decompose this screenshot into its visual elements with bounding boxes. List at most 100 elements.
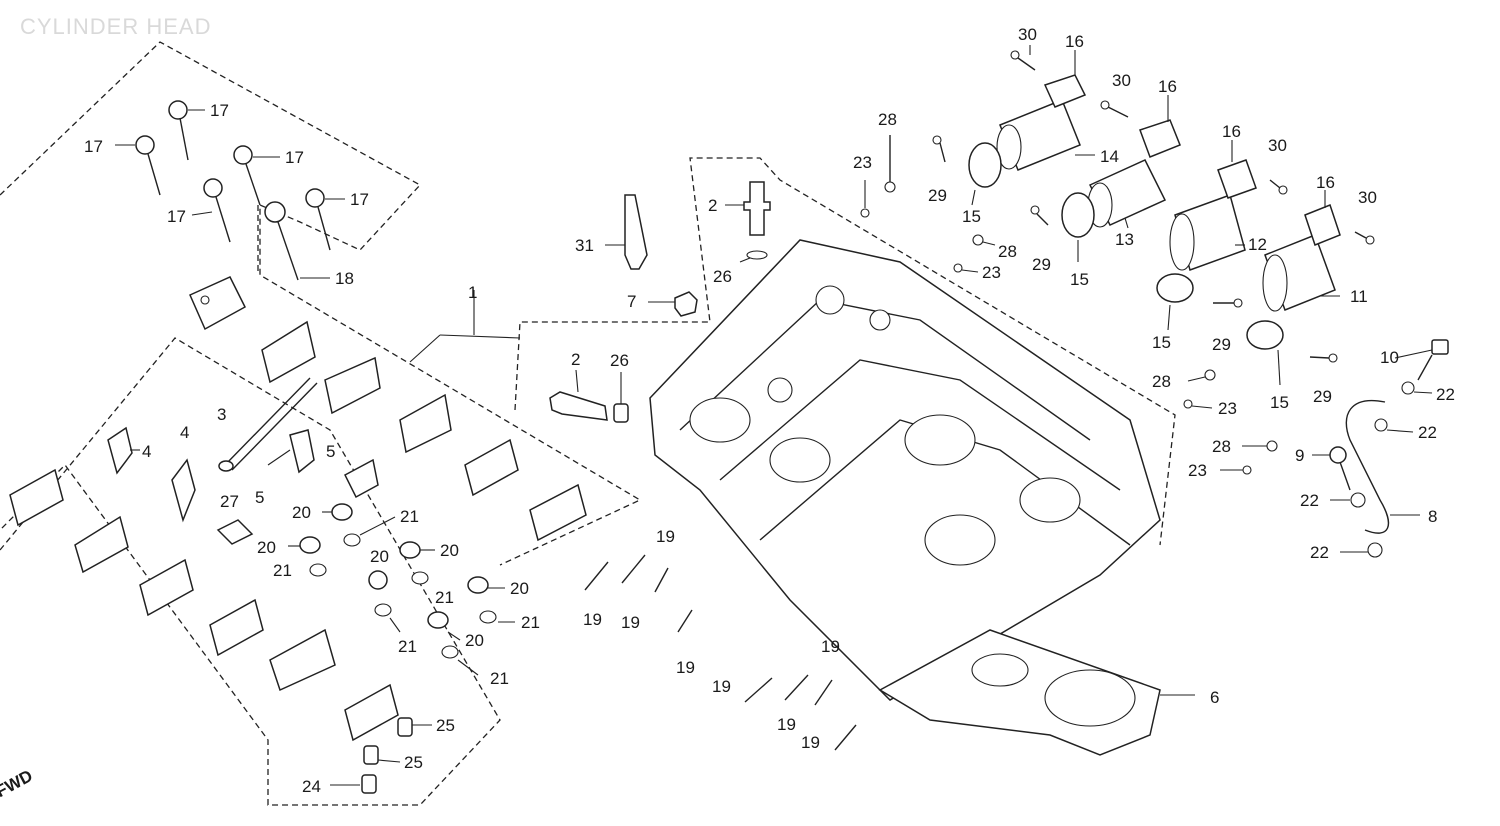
rocker-pad-27 bbox=[216, 519, 254, 545]
screw-30-b bbox=[1100, 100, 1129, 118]
retainer-21-b bbox=[309, 563, 327, 577]
bolt-18 bbox=[264, 201, 330, 281]
tappets bbox=[330, 717, 432, 794]
pin-19-d bbox=[677, 609, 693, 633]
callout-15: 15 bbox=[1270, 393, 1289, 412]
callout-7: 7 bbox=[627, 292, 636, 311]
callout-15: 15 bbox=[1152, 333, 1171, 352]
washer-22-a bbox=[1401, 381, 1433, 395]
callout-17: 17 bbox=[285, 148, 304, 167]
callout-19: 19 bbox=[777, 715, 796, 734]
clamp-15-b bbox=[1061, 192, 1095, 262]
pin-19-b bbox=[621, 554, 646, 584]
nut-23-d bbox=[1220, 465, 1252, 475]
callout-22: 22 bbox=[1300, 491, 1319, 510]
callout-28: 28 bbox=[878, 110, 897, 129]
clamp-16-a bbox=[1043, 50, 1087, 108]
callout-25: 25 bbox=[436, 716, 455, 735]
holder-10 bbox=[209, 598, 264, 657]
callout-21: 21 bbox=[398, 637, 417, 656]
bolt-17-c bbox=[233, 145, 280, 206]
callout-19: 19 bbox=[676, 658, 695, 677]
callout-30: 30 bbox=[1268, 136, 1287, 155]
shim-20-a bbox=[322, 503, 353, 521]
camshaft-holder-outline bbox=[0, 337, 501, 806]
screw-30-c bbox=[1269, 179, 1288, 195]
clamp-16-d bbox=[1304, 190, 1341, 246]
callout-16: 16 bbox=[1222, 122, 1241, 141]
screw-30-a bbox=[1010, 45, 1036, 71]
callout-20: 20 bbox=[370, 547, 389, 566]
callout-16: 16 bbox=[1316, 173, 1335, 192]
callout-19: 19 bbox=[656, 527, 675, 546]
callout-23: 23 bbox=[982, 263, 1001, 282]
clamp-16-b bbox=[1139, 95, 1181, 158]
tappet-25-b bbox=[363, 745, 401, 765]
callout-31: 31 bbox=[575, 236, 594, 255]
callout-19: 19 bbox=[712, 677, 731, 696]
shim-20-f bbox=[427, 611, 461, 641]
bolt-17-b bbox=[115, 135, 161, 196]
callout-20: 20 bbox=[465, 631, 484, 650]
pin-19-g bbox=[814, 679, 833, 706]
washer-22-c bbox=[1330, 492, 1366, 508]
callout-28: 28 bbox=[998, 242, 1017, 261]
pin-19-c bbox=[654, 567, 669, 593]
callout-15: 15 bbox=[1070, 270, 1089, 289]
screws-and-nuts bbox=[860, 45, 1375, 475]
stud-2-b bbox=[549, 369, 608, 421]
nut-23-a bbox=[860, 180, 870, 218]
rocker-arm-4b bbox=[171, 458, 196, 523]
oil-pipe-assembly bbox=[1312, 339, 1449, 558]
callout-29: 29 bbox=[928, 186, 947, 205]
holder-7 bbox=[9, 468, 64, 527]
rocker-shaft-3 bbox=[218, 377, 318, 472]
bolt-17-e bbox=[305, 188, 345, 251]
callout-26: 26 bbox=[713, 267, 732, 286]
retainer-21-a bbox=[343, 516, 396, 547]
ring-26-a bbox=[739, 250, 768, 263]
callout-9: 9 bbox=[1295, 446, 1304, 465]
callout-29: 29 bbox=[1313, 387, 1332, 406]
bolt-10 bbox=[1394, 339, 1449, 381]
diagram-title: CYLINDER HEAD bbox=[20, 14, 212, 39]
screw-29-c bbox=[1213, 298, 1243, 308]
shims-and-retainers bbox=[288, 503, 515, 676]
bolt-17-d bbox=[191, 178, 231, 243]
ring-26-b bbox=[613, 372, 629, 423]
holder-4 bbox=[399, 393, 452, 454]
head-bolts bbox=[115, 100, 345, 281]
callout-1: 1 bbox=[468, 283, 477, 302]
intake-insulators bbox=[968, 50, 1341, 386]
callout-29: 29 bbox=[1032, 255, 1051, 274]
callout-19: 19 bbox=[801, 733, 820, 752]
screw-28-c bbox=[1187, 369, 1216, 382]
holder-6 bbox=[529, 483, 587, 542]
callout-21: 21 bbox=[490, 669, 509, 688]
dowel-pins bbox=[584, 554, 857, 751]
nut-23-b bbox=[953, 263, 979, 273]
callout-21: 21 bbox=[521, 613, 540, 632]
plug-seal-7 bbox=[648, 291, 698, 317]
spark-plug-31 bbox=[605, 194, 648, 270]
tappet-24 bbox=[330, 774, 377, 794]
callout-13: 13 bbox=[1115, 230, 1134, 249]
callout-2: 2 bbox=[708, 196, 717, 215]
retainer-21-d bbox=[374, 603, 401, 633]
callout-26: 26 bbox=[610, 351, 629, 370]
screw-29-b bbox=[1030, 205, 1049, 226]
callout-23: 23 bbox=[853, 153, 872, 172]
callout-20: 20 bbox=[440, 541, 459, 560]
callout-17: 17 bbox=[210, 101, 229, 120]
callout-20: 20 bbox=[510, 579, 529, 598]
callout-18: 18 bbox=[335, 269, 354, 288]
callout-21: 21 bbox=[435, 588, 454, 607]
callout-4: 4 bbox=[142, 442, 151, 461]
shim-20-b bbox=[288, 536, 321, 554]
retainer-21-e bbox=[479, 610, 515, 624]
callout-20: 20 bbox=[257, 538, 276, 557]
callout-29: 29 bbox=[1212, 335, 1231, 354]
holder-3 bbox=[324, 356, 381, 415]
washer-22-b bbox=[1374, 418, 1414, 433]
rocker-arm-5a bbox=[267, 429, 315, 474]
